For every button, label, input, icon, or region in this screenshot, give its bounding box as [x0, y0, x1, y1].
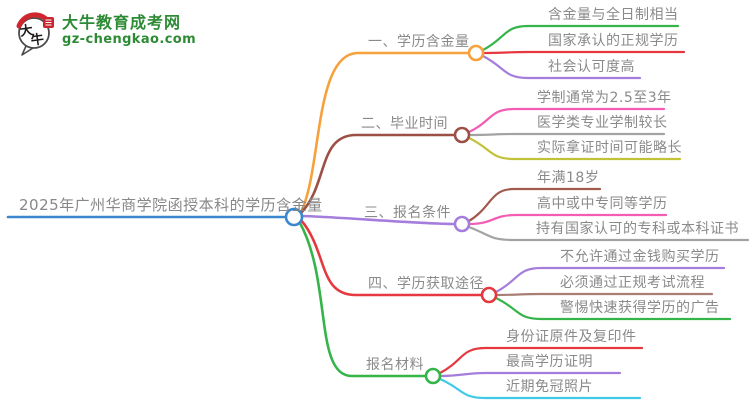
- leaf-label: 含金量与全日制相当: [548, 7, 679, 23]
- branch-5-child-3-line: [438, 377, 642, 400]
- leaf-label: 最高学历证明: [506, 354, 593, 370]
- branch-1-label: 一、学历含金量: [368, 34, 470, 50]
- branch-3-child-2-line: [467, 213, 668, 226]
- logo-subtitle: gz-chengkao.com: [62, 32, 197, 47]
- branch-5-label: 报名材料: [366, 357, 424, 373]
- branch-1-child-1-line: [481, 24, 680, 52]
- branch-4-child-1-line: [494, 266, 726, 294]
- leaf-label: 医学类专业学制较长: [537, 115, 668, 131]
- logo-bubble-icon: 大 牛: [16, 12, 54, 56]
- leaf-label: 警惕快速获得学历的广告: [560, 300, 720, 316]
- branch-4-circle: [480, 286, 498, 304]
- branch-4-label: 四、学历获取途径: [368, 276, 484, 292]
- branch-5-circle: [424, 367, 442, 385]
- branch-2-child-3-line: [467, 136, 682, 161]
- branch-3-line: [300, 214, 456, 226]
- branch-4-connectors: [299, 218, 732, 321]
- leaf-label: 必须通过正规考试流程: [560, 275, 705, 291]
- branch-2-line: [299, 133, 456, 215]
- branch-5-child-2-line: [438, 371, 622, 378]
- leaf-label: 社会认可度高: [548, 59, 635, 75]
- branch-1-circle: [467, 44, 485, 62]
- leaf-label: 学制通常为2.5至3年: [537, 90, 672, 106]
- branch-3-connectors: [300, 187, 750, 242]
- leaf-label: 年满18岁: [537, 170, 600, 186]
- logo-text-block: 大牛教育成考网 gz-chengkao.com: [62, 10, 197, 48]
- branch-4-line: [299, 218, 483, 297]
- logo-red-arc: [16, 12, 49, 29]
- site-logo: 大 牛 大牛教育成考网 gz-chengkao.com: [14, 10, 196, 56]
- branch-1-child-2-line: [481, 50, 686, 55]
- branch-3-label: 三、报名条件: [364, 205, 451, 221]
- branch-1-child-3-line: [481, 54, 642, 80]
- branch-2-label: 二、毕业时间: [361, 116, 448, 132]
- branch-5-child-1-line: [438, 346, 644, 375]
- branch-3-child-3-line: [467, 225, 750, 242]
- branch-2-child-1-line: [467, 107, 666, 134]
- leaf-label: 身份证原件及复印件: [506, 329, 637, 345]
- branch-1-line: [299, 51, 470, 214]
- branch-4-child-3-line: [494, 296, 732, 321]
- branch-3-circle: [453, 215, 471, 233]
- leaf-label: 不允许通过金钱购买学历: [560, 249, 720, 265]
- branch-2-connectors: [299, 107, 682, 215]
- root-node-label: 2025年广州华商学院函授本科的学历含金量: [19, 196, 323, 214]
- branch-1-connectors: [299, 24, 686, 214]
- logo-char-da: 大: [19, 22, 34, 40]
- branch-5-line: [298, 221, 427, 378]
- leaf-label: 近期免冠照片: [506, 379, 593, 395]
- leaf-label: 高中或中专同等学历: [537, 196, 668, 212]
- branch-3-child-1-line: [467, 187, 602, 223]
- branch-4-child-2-line: [494, 292, 714, 297]
- leaf-label: 实际拿证时间可能略长: [537, 140, 682, 156]
- leaf-label: 国家承认的正规学历: [548, 33, 679, 49]
- leaf-label: 持有国家认可的专科或本科证书: [536, 221, 739, 237]
- logo-bubble-circle: [18, 17, 50, 49]
- branch-2-circle: [453, 126, 471, 144]
- branch-2-child-2-line: [467, 132, 666, 137]
- branch-5-connectors: [298, 221, 644, 400]
- logo-char-niu: 牛: [30, 31, 45, 49]
- node-circles: [284, 44, 498, 385]
- root-node-circle: [284, 207, 304, 227]
- logo-title: 大牛教育成考网: [62, 13, 182, 32]
- logo-seal-marks: [45, 19, 52, 26]
